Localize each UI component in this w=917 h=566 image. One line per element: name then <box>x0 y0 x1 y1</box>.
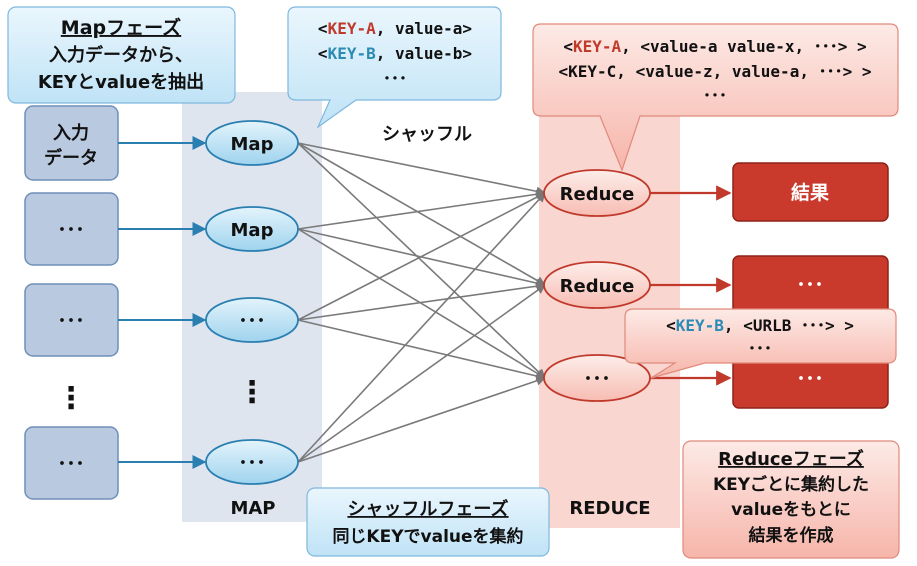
map-bubble-line3: ･･･ <box>383 69 407 88</box>
reduce-bubble-line1: <KEY-A, <value-a value-x, ･･･> > <box>563 37 866 56</box>
svg-text:Reduce: Reduce <box>560 184 635 205</box>
map-bubble-line2: <KEY-B, value-b> <box>318 44 472 63</box>
reduce-phase-title: Reduceフェーズ <box>718 448 864 470</box>
result-boxes: 結果 ･･･ ･･･ <box>732 162 889 409</box>
svg-text:･･･: ･･･ <box>58 220 85 241</box>
shuffle-label: シャッフル <box>382 124 472 145</box>
map-phase-title: Mapフェーズ <box>61 16 181 39</box>
svg-text:･･･: ･･･ <box>58 311 85 332</box>
reduce-result-arrows <box>650 185 732 386</box>
map-node <box>205 297 299 343</box>
reduce-stage-label: REDUCE <box>569 498 650 519</box>
map-node <box>205 439 299 485</box>
map-vdots: ⋮ <box>237 375 267 410</box>
key-b-bubble-line1: <KEY-B, <URLB ･･･> > <box>666 316 854 335</box>
svg-text:･･･: ･･･ <box>239 311 266 332</box>
input-label-2: データ <box>44 147 98 169</box>
reduce-phase-box: Reduceフェーズ KEYごとに集約した valueをもとに 結果を作成 <box>682 440 900 559</box>
svg-text:Reduce: Reduce <box>560 276 635 297</box>
map-node <box>205 206 299 252</box>
shuffle-phase-box: シャッフルフェーズ 同じKEYでvalueを集約 <box>306 487 550 557</box>
input-label-1: 入力 <box>53 123 89 144</box>
input-map-arrows <box>118 136 207 469</box>
key-a-label: KEY-A <box>328 19 377 38</box>
svg-text:･･･: ･･･ <box>797 275 824 296</box>
map-phase-line1: 入力データから、 <box>49 44 193 66</box>
reduce-input-bubble: <KEY-A, <value-a value-x, ･･･> > <KEY-C,… <box>532 23 899 172</box>
key-b-bubble-line2: ･･･ <box>748 339 772 358</box>
reduce-bubble-line3: ･･･ <box>703 86 727 105</box>
result-box <box>732 162 889 222</box>
svg-text:Map: Map <box>231 220 274 241</box>
map-stage-label: MAP <box>230 498 275 519</box>
svg-text:･･･: ･･･ <box>584 369 611 390</box>
svg-text:結果: 結果 <box>791 181 829 204</box>
map-phase-line2: KEYとvalueを抽出 <box>38 71 204 93</box>
svg-text:Map: Map <box>231 134 274 155</box>
shuffle-phase-line1: 同じKEYでvalueを集約 <box>332 526 523 547</box>
map-node <box>205 120 299 166</box>
reduce-phase-line1: KEYごとに集約した <box>713 474 869 495</box>
map-bubble-line1: <KEY-A, value-a> <box>318 19 472 38</box>
map-nodes: Map Map ･･･ ⋮ ･･･ <box>205 120 299 485</box>
shuffle-phase-title: シャッフルフェーズ <box>347 498 508 520</box>
reduce-phase-line2: valueをもとに <box>731 500 851 520</box>
svg-text:･･･: ･･･ <box>797 369 824 390</box>
shuffle-lines <box>297 142 546 463</box>
svg-text:･･･: ･･･ <box>58 454 85 475</box>
reduce-key-b-bubble: <KEY-B, <URLB ･･･> > ･･･ <box>624 308 897 379</box>
input-vdots: ⋮ <box>56 381 86 416</box>
key-b-label: KEY-B <box>328 44 377 63</box>
input-boxes: 入力 データ ･･･ ･･･ ⋮ ･･･ <box>24 105 119 500</box>
map-output-bubble: <KEY-A, value-a> <KEY-B, value-b> ･･･ <box>287 6 502 129</box>
reduce-bubble-line2: <KEY-C, <value-z, value-a, ･･･> > <box>559 62 872 81</box>
map-phase-box: Mapフェーズ 入力データから、 KEYとvalueを抽出 <box>7 6 236 104</box>
reduce-nodes: Reduce Reduce ･･･ <box>543 169 651 402</box>
reduce-phase-line3: 結果を作成 <box>749 525 834 546</box>
svg-text:･･･: ･･･ <box>239 453 266 474</box>
